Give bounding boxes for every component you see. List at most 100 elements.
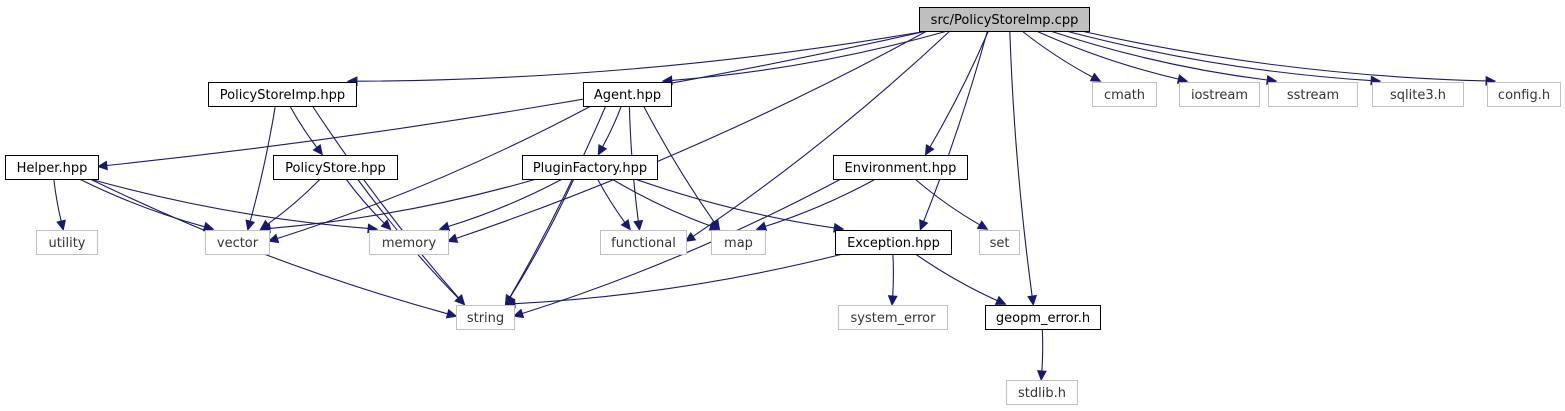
edge-environment-to-set [914,178,980,226]
node-agent[interactable]: Agent.hpp [583,82,672,107]
edge-helper-to-utility [53,178,62,222]
node-helper[interactable]: Helper.hpp [5,155,99,180]
arrowhead-exception-to-system_error [887,295,898,307]
node-pluginfactory-label: PluginFactory.hpp [533,161,647,176]
arrowhead-agent-to-functional [633,219,644,232]
arrowhead-pluginfactory-to-map [708,221,721,231]
arrowhead-root-to-environment [924,143,935,156]
node-map: map [711,230,766,255]
edge-exception-to-system_error [892,253,894,297]
node-utility: utility [36,230,98,255]
arrowhead-environment-to-map [755,221,768,231]
edge-agent-to-vector [277,105,592,240]
node-environment[interactable]: Environment.hpp [833,155,968,180]
edge-policystore-to-vector [267,178,321,225]
node-root[interactable]: src/PolicyStoreImp.cpp [919,7,1090,32]
node-iostream-box [1179,82,1260,107]
node-string-label: string [467,311,504,326]
node-agent-box [583,82,672,107]
node-policystoreimp[interactable]: PolicyStoreImp.hpp [208,82,357,107]
edge-root-to-memory [456,30,928,239]
edge-agent-to-map [643,105,715,223]
nodes-layer: src/PolicyStoreImp.cppPolicyStoreImp.hpp… [5,7,1561,405]
edge-root-to-environment [929,30,989,148]
node-policystore[interactable]: PolicyStore.hpp [273,155,398,180]
arrowhead-root-to-exception [919,219,929,231]
arrowhead-exception-to-geopm_error [994,295,1007,305]
arrowhead-pluginfactory-to-memory [438,221,451,232]
node-memory: memory [369,230,449,255]
node-exception[interactable]: Exception.hpp [835,230,952,255]
arrowhead-policystore-to-string [454,294,466,306]
edge-environment-to-map [765,178,876,227]
edge-pluginfactory-to-functional [597,178,626,223]
node-sstream: sstream [1268,82,1358,107]
edge-pluginfactory-to-string [509,178,575,298]
node-config-label: config.h [1498,88,1550,103]
node-root-label: src/PolicyStoreImp.cpp [931,13,1079,28]
node-sqlite3-label: sqlite3.h [1390,88,1446,103]
edge-root-to-sqlite3 [1065,30,1372,82]
node-policystoreimp-label: PolicyStoreImp.hpp [220,88,345,103]
node-policystore-box [273,155,398,180]
node-sqlite3: sqlite3.h [1372,82,1464,107]
edge-root-to-exception [923,30,988,222]
node-cmath-label: cmath [1104,88,1145,103]
node-system-error-box [838,305,948,330]
edge-root-to-functional [692,30,951,237]
node-iostream: iostream [1179,82,1260,107]
edge-pluginfactory-to-vector [269,178,537,229]
edge-pluginfactory-to-map [611,178,712,227]
node-functional: functional [600,230,687,255]
arrowhead-root-to-iostream [1176,74,1189,84]
edge-root-to-cmath [1021,30,1093,78]
node-environment-label: Environment.hpp [845,161,957,176]
node-utility-label: utility [49,236,86,251]
node-sstream-box [1268,82,1358,107]
node-exception-box [835,230,952,255]
arrowhead-root-to-memory [446,233,459,243]
edge-exception-to-geopm_error [915,253,998,302]
node-config: config.h [1487,82,1561,107]
node-set: set [979,230,1020,255]
edge-agent-to-pluginfactory [602,105,622,148]
edge-agent-to-string [509,105,607,298]
arrowhead-pluginfactory-to-functional [620,219,631,231]
node-map-box [711,230,766,255]
edge-pluginfactory-to-exception [634,178,835,229]
edge-helper-to-string [89,178,448,315]
node-string-box [456,305,515,330]
node-geopm-error[interactable]: geopm_error.h [985,305,1101,330]
arrowhead-environment-to-string [512,308,525,319]
node-geopm-error-label: geopm_error.h [996,311,1090,326]
arrowhead-agent-to-pluginfactory [597,143,608,156]
node-policystore-label: PolicyStore.hpp [285,161,386,176]
node-exception-label: Exception.hpp [847,236,940,251]
node-string: string [456,305,515,330]
arrowhead-policystoreimp-to-vector [245,219,256,232]
node-pluginfactory-box [522,155,658,180]
node-cmath-box [1092,82,1157,107]
arrowhead-agent-to-vector [267,233,280,244]
arrowhead-geopm_error-to-stdlib [1036,370,1047,382]
node-vector-box [205,230,270,255]
edge-geopm_error-to-stdlib [1041,328,1044,372]
edge-root-to-helper [106,30,928,167]
node-functional-box [600,230,687,255]
node-utility-box [36,230,98,255]
edge-policystoreimp-to-policystore [289,105,318,148]
arrowhead-helper-to-vector [202,221,215,232]
edge-root-to-sstream [1050,30,1268,81]
edge-helper-to-vector [79,178,205,228]
node-pluginfactory[interactable]: PluginFactory.hpp [522,155,658,180]
node-set-box [979,230,1020,255]
edge-root-to-policystoreimp [356,30,928,82]
arrowhead-environment-to-set [976,220,989,230]
node-map-label: map [724,236,753,251]
node-vector: vector [205,230,270,255]
node-set-label: set [990,236,1010,251]
node-sstream-label: sstream [1287,88,1339,103]
edge-root-to-iostream [1036,30,1179,80]
node-cmath: cmath [1092,82,1157,107]
